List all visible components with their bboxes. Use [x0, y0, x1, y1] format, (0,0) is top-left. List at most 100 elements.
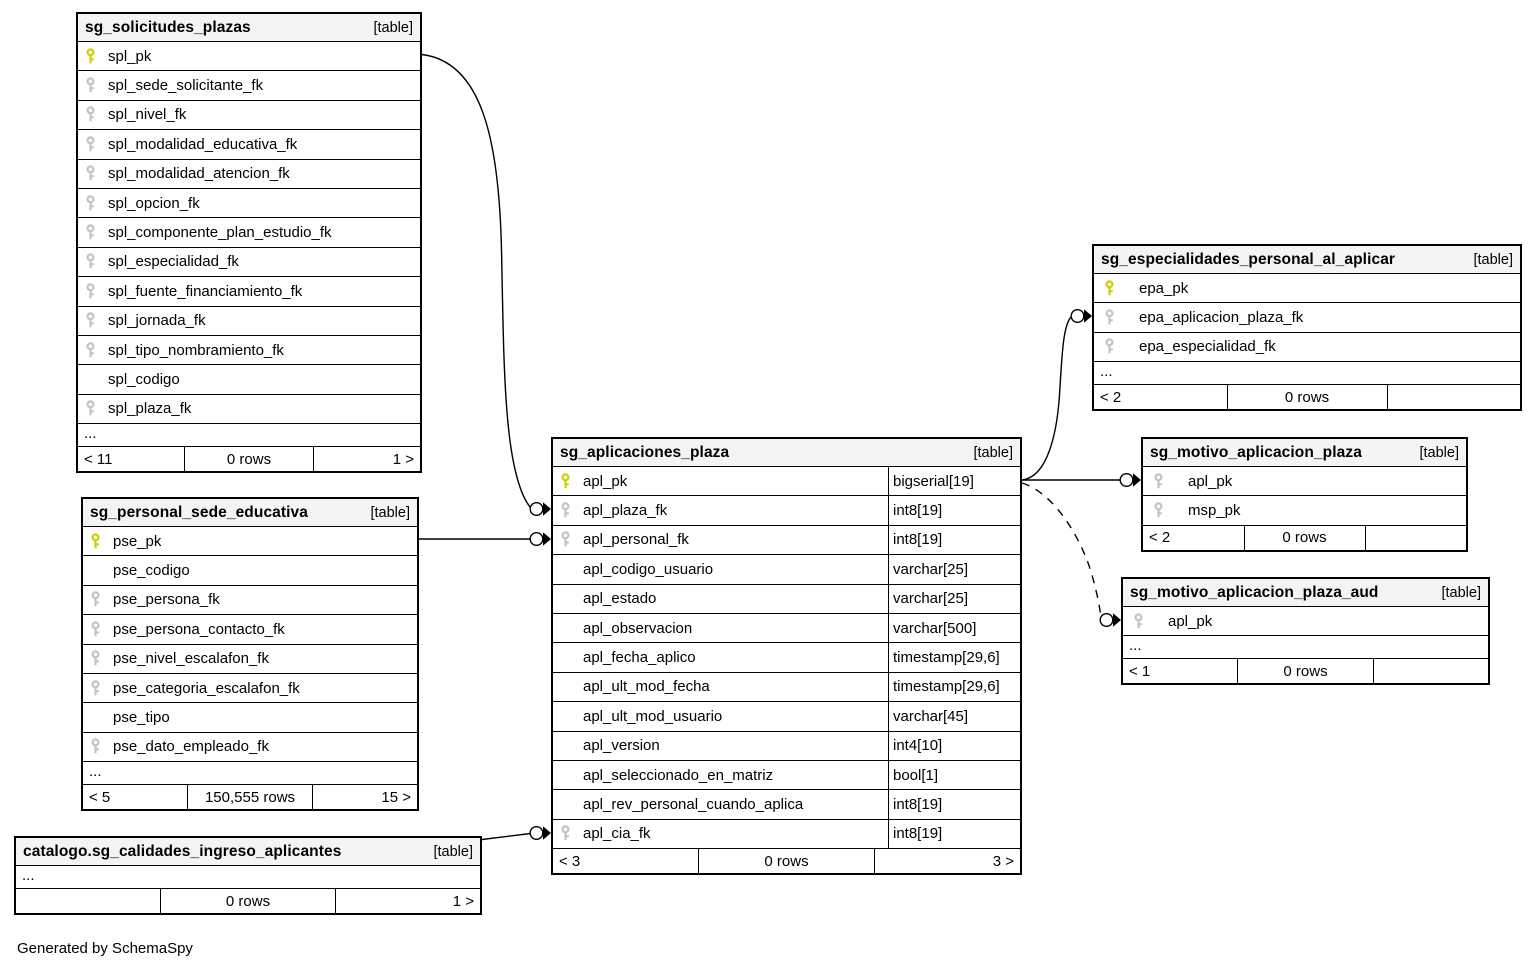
column-name: spl_modalidad_atencion_fk [108, 165, 290, 183]
column-name: pse_persona_contacto_fk [113, 620, 285, 638]
footer-children-count [1374, 659, 1488, 683]
column-type: bool[1] [888, 760, 1020, 790]
table-type-tag: [table] [1419, 444, 1460, 461]
table-type-tag: [table] [433, 843, 474, 860]
table-header: sg_solicitudes_plazas [table] [78, 14, 420, 42]
column-name: pse_dato_empleado_fk [113, 738, 269, 756]
foreign-key-icon [85, 77, 103, 94]
primary-key-icon [85, 47, 103, 65]
column-row: pse_codigo [83, 556, 417, 586]
table-title[interactable]: sg_especialidades_personal_al_aplicar [1101, 250, 1396, 268]
rel-endpoint-epa-aplicacion-plaza-fk [1070, 309, 1092, 324]
more-columns-ellipsis: ... [1123, 636, 1488, 660]
rel-endpoint-motivo-aud-apl-pk [1099, 613, 1121, 628]
column-row: spl_fuente_financiamiento_fk [78, 277, 420, 307]
foreign-key-icon [560, 531, 578, 548]
table-title[interactable]: catalogo.sg_calidades_ingreso_aplicantes [23, 842, 342, 860]
table-header: sg_personal_sede_educativa[table] [83, 499, 417, 527]
column-type: timestamp[29,6] [888, 672, 1020, 702]
foreign-key-icon [85, 106, 103, 123]
footer-row-count: 0 rows [698, 849, 875, 874]
foreign-key-icon [1104, 309, 1134, 326]
table-type-tag: [table] [373, 19, 414, 36]
rel-endpoint-apl-plaza-fk [529, 502, 551, 517]
primary-key-icon [90, 532, 108, 550]
foreign-key-icon [560, 502, 578, 519]
column-row: spl_codigo [78, 365, 420, 395]
column-name: spl_jornada_fk [108, 312, 206, 330]
footer-row-count: 0 rows [1243, 525, 1366, 550]
column-name: pse_tipo [113, 709, 170, 727]
column-row: spl_modalidad_atencion_fk [78, 160, 420, 189]
column-row: spl_nivel_fk [78, 101, 420, 131]
foreign-key-icon [560, 825, 578, 842]
column-name: apl_codigo_usuario [583, 560, 714, 578]
foreign-key-icon [1153, 472, 1183, 490]
footer-row-count: 0 rows [160, 889, 336, 913]
column-name: apl_seleccionado_en_matriz [583, 766, 774, 784]
table-type-tag: [table] [1473, 251, 1514, 268]
column-type: int4[10] [888, 731, 1020, 760]
table-header: sg_motivo_aplicacion_plaza [table] [1143, 439, 1466, 467]
column-row: apl_pk [1123, 607, 1488, 637]
column-type: int8[19] [888, 525, 1020, 555]
column-name: spl_modalidad_educativa_fk [108, 135, 298, 153]
column-name: spl_componente_plan_estudio_fk [108, 224, 332, 242]
column-name: pse_pk [113, 532, 162, 550]
table-title[interactable]: sg_aplicaciones_plaza [560, 443, 730, 461]
column-name: apl_version [583, 737, 660, 755]
column-name: apl_ult_mod_fecha [583, 678, 710, 696]
footer-row-count: 0 rows [1236, 659, 1375, 684]
footer-parents-count: < 11 [84, 450, 113, 468]
footer-parents-count: < 2 [1149, 529, 1171, 547]
column-name: apl_ult_mod_usuario [583, 707, 723, 725]
footer-parents-count: < 1 [1129, 662, 1151, 680]
column-row: spl_plaza_fk [78, 395, 420, 425]
more-columns-ellipsis: ... [1094, 362, 1520, 386]
column-row: epa_pk [1094, 274, 1520, 304]
column-row: apl_ult_mod_fecha timestamp[29,6] [553, 672, 1020, 703]
column-name: epa_pk [1139, 279, 1189, 297]
footer-children-count: 1 > [392, 450, 414, 468]
foreign-key-icon [85, 165, 103, 182]
table-title[interactable]: sg_motivo_aplicacion_plaza [1150, 443, 1362, 461]
column-name: pse_codigo [113, 562, 190, 580]
table-title[interactable]: sg_solicitudes_plazas [85, 18, 251, 36]
rel-endpoint-apl-cia-fk [529, 826, 551, 841]
column-name: spl_opcion_fk [108, 194, 200, 212]
column-name: epa_aplicacion_plaza_fk [1139, 309, 1304, 327]
column-type: int8[19] [888, 790, 1020, 819]
table-title[interactable]: sg_personal_sede_educativa [90, 503, 308, 521]
foreign-key-icon [85, 224, 103, 241]
column-row: spl_pk [78, 42, 420, 72]
column-row: apl_pk [1143, 467, 1466, 497]
column-row: spl_componente_plan_estudio_fk [78, 218, 420, 248]
table-title[interactable]: sg_motivo_aplicacion_plaza_aud [1130, 583, 1379, 601]
column-row: spl_tipo_nombramiento_fk [78, 336, 420, 366]
column-row: msp_pk [1143, 496, 1466, 526]
column-name: apl_rev_personal_cuando_aplica [583, 795, 804, 813]
column-name: apl_plaza_fk [583, 502, 668, 520]
foreign-key-icon [90, 621, 108, 638]
column-name: spl_especialidad_fk [108, 253, 239, 271]
foreign-key-icon [1104, 338, 1134, 355]
foreign-key-icon [90, 738, 108, 755]
column-name: pse_persona_fk [113, 591, 220, 609]
footer-row-count: 150,555 rows [186, 785, 314, 810]
column-name: apl_fecha_aplico [583, 649, 696, 667]
column-name: apl_personal_fk [583, 531, 689, 549]
column-name: apl_cia_fk [583, 825, 651, 843]
column-type: int8[19] [888, 496, 1020, 525]
column-type: varchar[25] [888, 555, 1020, 584]
foreign-key-icon [1153, 502, 1183, 519]
table-header: sg_especialidades_personal_al_aplicar [ta… [1094, 246, 1520, 274]
